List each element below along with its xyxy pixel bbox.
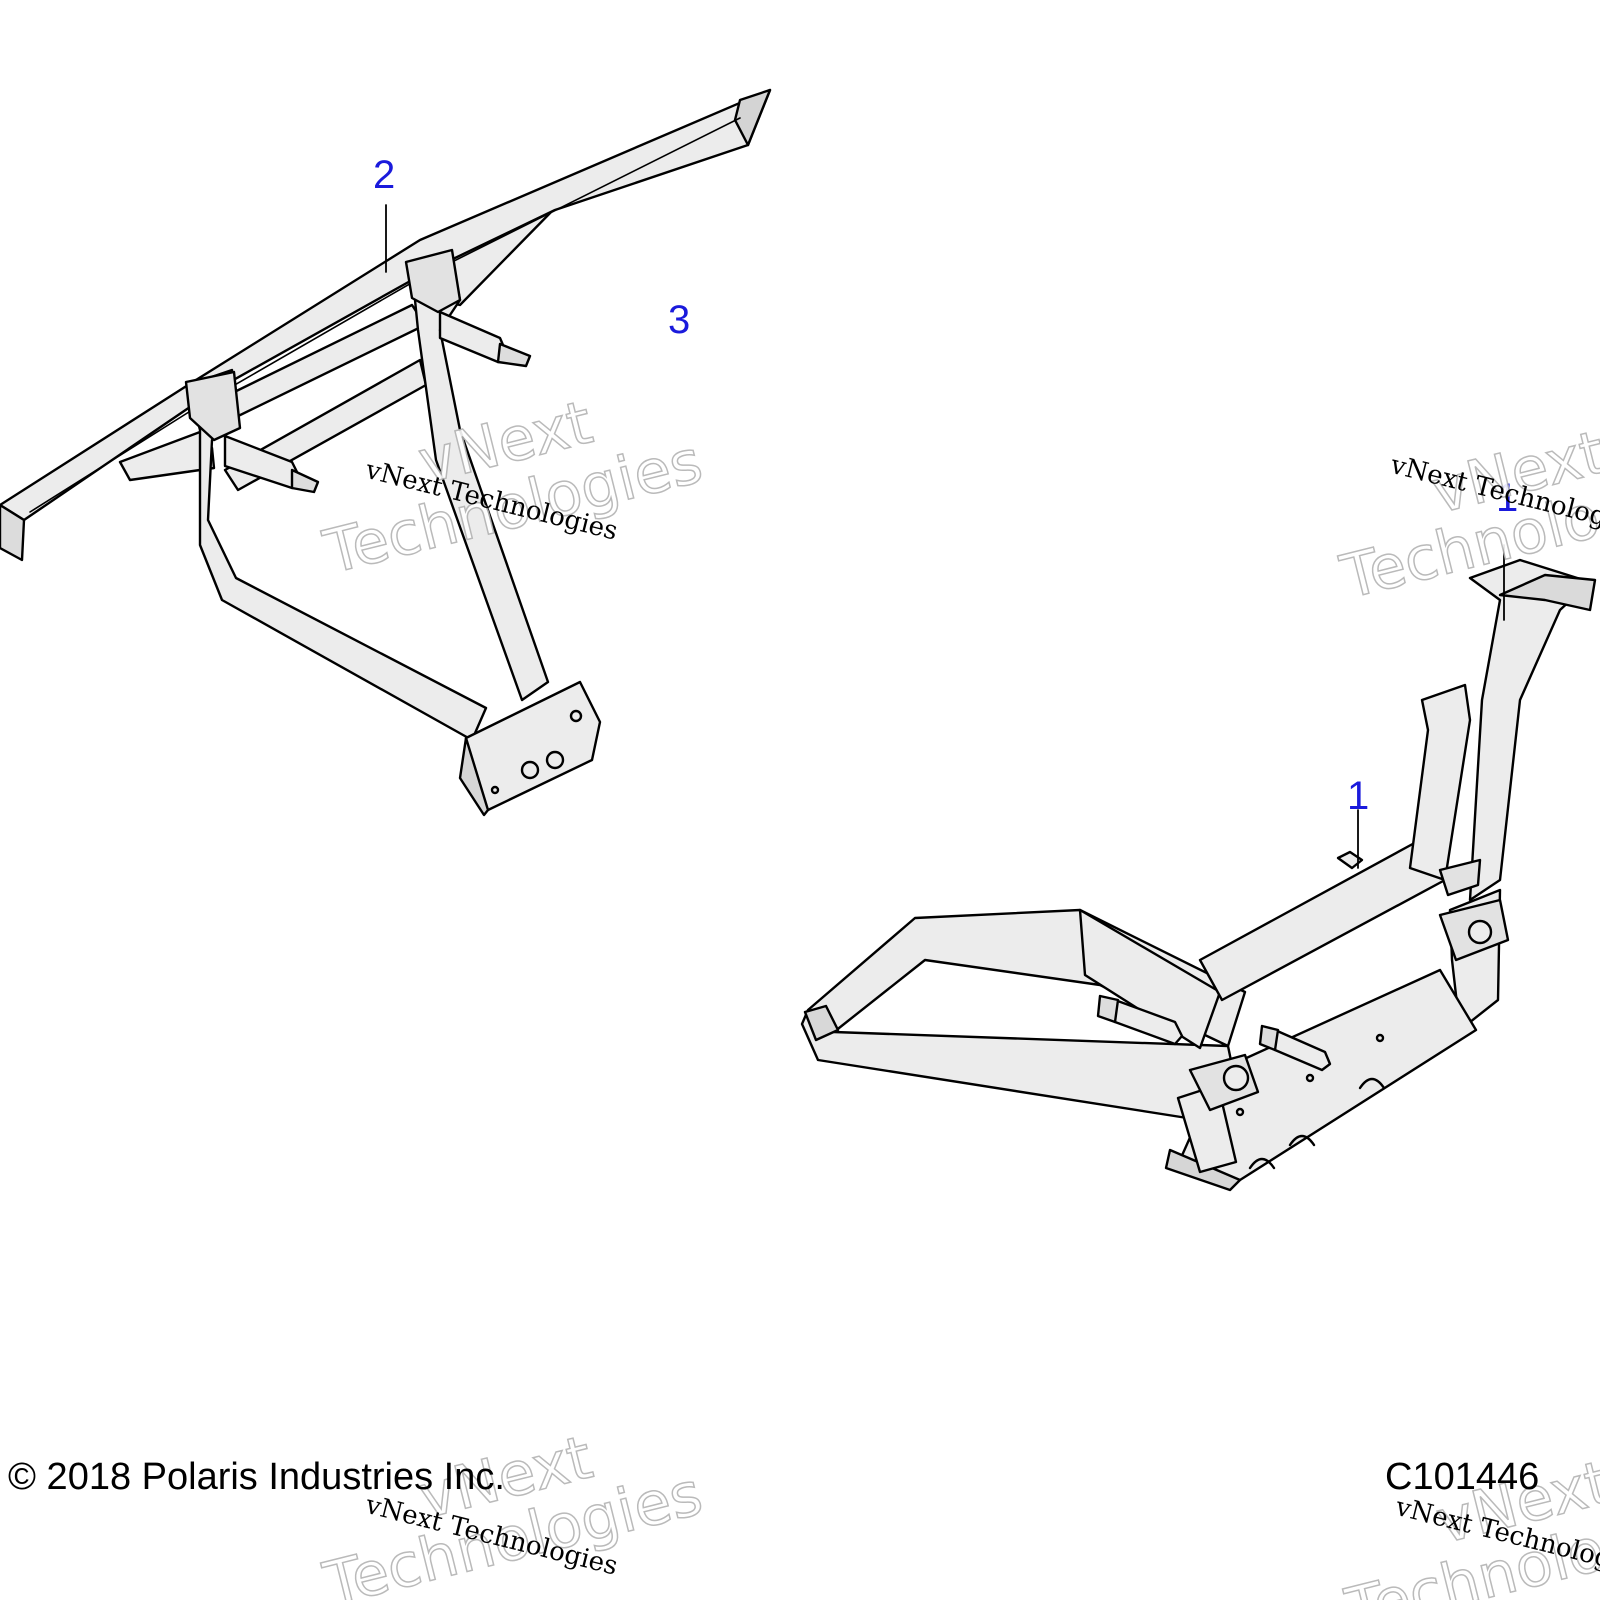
callout-part-2: 2 <box>373 153 396 197</box>
figure-id: C101446 <box>1385 1456 1540 1498</box>
leader-lines <box>385 204 1505 869</box>
front-bumper-part <box>800 558 1597 1192</box>
callout-part-3: 3 <box>668 298 691 342</box>
rear-bumper-part <box>0 88 772 817</box>
callout-part-1-upper: 1 <box>1496 476 1519 520</box>
copyright-text: © 2018 Polaris Industries Inc. <box>8 1456 505 1498</box>
callout-part-1-lower: 1 <box>1347 774 1370 818</box>
